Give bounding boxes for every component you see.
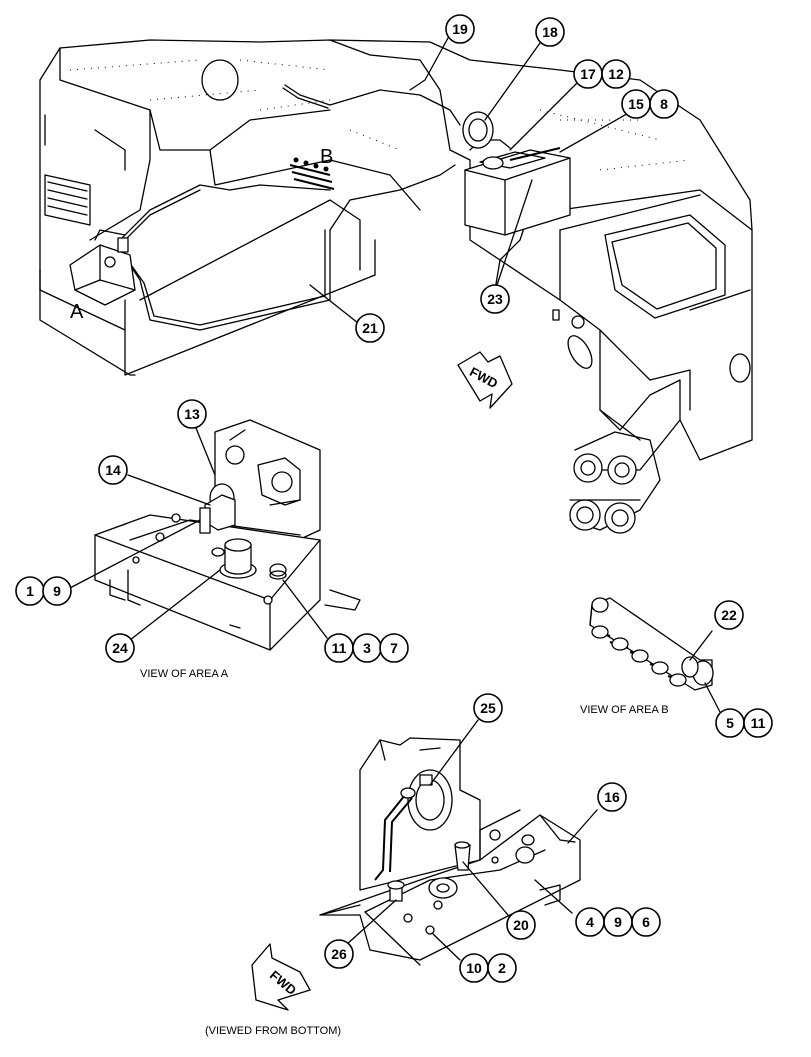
svg-text:6: 6	[642, 914, 650, 930]
callout-22: 22	[714, 600, 744, 630]
svg-text:22: 22	[721, 607, 737, 623]
callout-10: 10	[459, 953, 489, 983]
callout-13: 13	[177, 399, 207, 429]
callout-16: 16	[597, 782, 627, 812]
callout-25: 25	[473, 693, 503, 723]
callout-9-bottom: 9	[603, 907, 633, 937]
callout-14: 14	[98, 455, 128, 485]
bottom-view-detail	[319, 737, 581, 966]
svg-text:18: 18	[542, 24, 558, 40]
area-a-label: A	[70, 301, 84, 323]
callout-20: 20	[506, 910, 536, 940]
svg-text:9: 9	[53, 583, 61, 599]
svg-text:13: 13	[184, 406, 200, 422]
svg-text:20: 20	[513, 917, 529, 933]
callout-9-area-a: 9	[42, 576, 72, 606]
callout-24: 24	[105, 633, 135, 663]
svg-text:12: 12	[608, 66, 624, 82]
svg-text:21: 21	[362, 320, 378, 336]
caption-view-area-a: VIEW OF AREA A	[140, 668, 229, 680]
machine-frame	[39, 39, 753, 461]
callout-21: 21	[355, 313, 385, 343]
caption-view-area-b: VIEW OF AREA B	[580, 704, 669, 716]
callout-11-area-b: 11	[743, 708, 773, 738]
callout-6: 6	[631, 907, 661, 937]
callout-23: 23	[480, 284, 510, 314]
callout-19: 19	[445, 14, 475, 44]
area-b-detail	[589, 597, 714, 691]
forward-arrow-top: FWD	[457, 351, 513, 409]
callout-8: 8	[649, 89, 679, 119]
svg-text:10: 10	[466, 960, 482, 976]
svg-text:11: 11	[751, 715, 766, 731]
callout-1: 1	[15, 576, 45, 606]
svg-text:26: 26	[331, 946, 347, 962]
callout-3: 3	[352, 633, 382, 663]
callout-2: 2	[487, 953, 517, 983]
svg-text:2: 2	[498, 960, 506, 976]
svg-text:3: 3	[363, 640, 371, 656]
svg-text:15: 15	[628, 96, 644, 112]
callout-12: 12	[601, 59, 631, 89]
caption-viewed-from-bottom: (VIEWED FROM BOTTOM)	[205, 1025, 341, 1037]
svg-text:11: 11	[332, 640, 347, 656]
area-a-detail	[94, 419, 361, 651]
callout-15: 15	[621, 89, 651, 119]
svg-text:14: 14	[105, 462, 121, 478]
svg-text:24: 24	[112, 640, 128, 656]
area-b-label: B	[320, 146, 333, 168]
callout-26: 26	[324, 939, 354, 969]
callout-5: 5	[715, 708, 745, 738]
battery	[464, 139, 571, 236]
svg-text:25: 25	[480, 700, 496, 716]
svg-text:17: 17	[580, 66, 596, 82]
forward-arrow-bottom: FWD	[251, 943, 311, 1011]
boom-arm	[569, 379, 681, 534]
svg-text:1: 1	[26, 583, 34, 599]
area-a-box	[69, 229, 136, 306]
svg-text:8: 8	[660, 96, 668, 112]
svg-text:23: 23	[487, 291, 503, 307]
svg-text:5: 5	[726, 715, 734, 731]
callout-18: 18	[535, 17, 565, 47]
callout-11-area-a: 11	[324, 633, 354, 663]
leader-lines	[69, 37, 721, 961]
svg-text:9: 9	[614, 914, 622, 930]
callout-17: 17	[573, 59, 603, 89]
svg-text:4: 4	[586, 914, 594, 930]
callout-7: 7	[379, 633, 409, 663]
svg-text:7: 7	[390, 640, 398, 656]
area-b-connectors	[289, 157, 335, 190]
svg-text:19: 19	[452, 21, 468, 37]
gauge	[462, 111, 494, 149]
callout-4: 4	[575, 907, 605, 937]
svg-text:16: 16	[604, 789, 620, 805]
